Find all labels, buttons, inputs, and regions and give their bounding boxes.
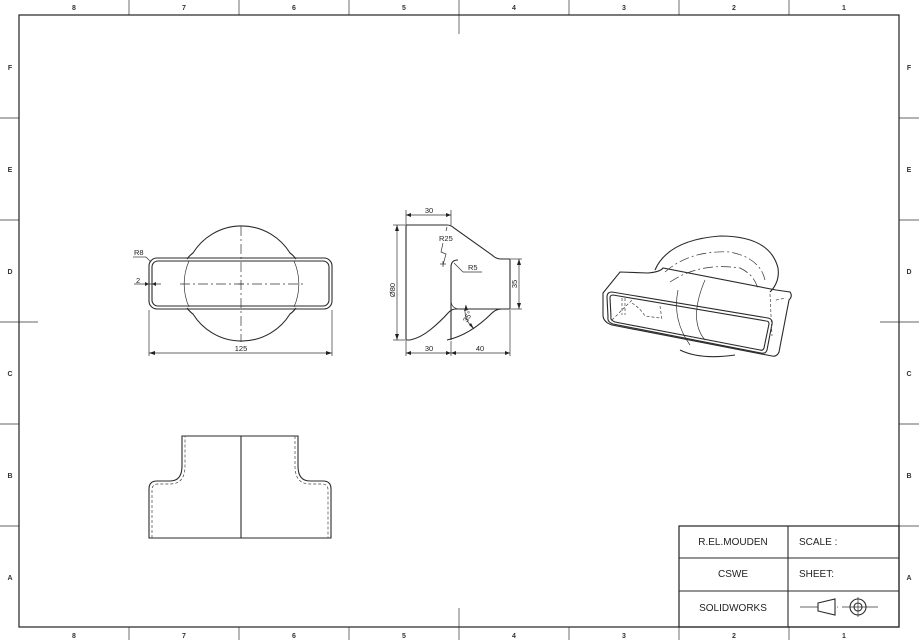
dim-front-width: 125 <box>235 344 248 353</box>
title-block-software: SOLIDWORKS <box>699 603 767 614</box>
top-zone-ruler: 8 7 6 5 4 3 2 1 <box>72 0 846 34</box>
zone-label-top-2: 2 <box>732 5 736 12</box>
zone-label-right-E: E <box>907 167 912 174</box>
title-block-author: R.EL.MOUDEN <box>698 537 767 548</box>
top-view <box>148 435 332 539</box>
zone-label-left-A: A <box>7 575 12 582</box>
dim-side-bottom-left: 30 <box>425 344 433 353</box>
dim-side-fillet-small: R5 <box>468 263 478 272</box>
zone-label-top-5: 5 <box>402 5 406 12</box>
bottom-zone-ruler: 8 7 6 5 4 3 2 1 <box>72 608 846 640</box>
dim-side-bottom-right: 40 <box>476 344 484 353</box>
title-block: R.EL.MOUDEN SCALE : CSWE SHEET: SOLIDWOR… <box>678 525 900 628</box>
zone-label-right-A: A <box>906 575 911 582</box>
zone-label-right-B: B <box>906 473 911 480</box>
zone-label-bottom-5: 5 <box>402 633 406 640</box>
zone-label-left-F: F <box>8 65 13 72</box>
zone-label-top-7: 7 <box>182 5 186 12</box>
zone-label-top-8: 8 <box>72 5 76 12</box>
zone-label-left-D: D <box>7 269 12 276</box>
zone-label-left-B: B <box>7 473 12 480</box>
first-angle-projection-icon <box>800 597 878 617</box>
zone-label-right-D: D <box>906 269 911 276</box>
left-zone-ruler: F E D C B A <box>0 65 38 582</box>
title-block-organization: CSWE <box>718 569 748 580</box>
zone-label-bottom-7: 7 <box>182 633 186 640</box>
zone-label-bottom-1: 1 <box>842 633 846 640</box>
drawing-frame <box>18 14 900 628</box>
zone-label-top-1: 1 <box>842 5 846 12</box>
dim-side-angle: 35° <box>461 310 474 324</box>
dim-side-diameter: Ø80 <box>388 283 397 297</box>
zone-label-bottom-8: 8 <box>72 633 76 640</box>
dim-front-radius: R8 <box>134 248 144 257</box>
dim-side-fillet-large: R25 <box>439 234 453 243</box>
zone-label-bottom-6: 6 <box>292 633 296 640</box>
isometric-view <box>602 235 792 358</box>
zone-label-bottom-2: 2 <box>732 633 736 640</box>
zone-label-right-F: F <box>907 65 912 72</box>
side-view: 30 R25 R5 Ø80 35 35° <box>388 206 522 356</box>
title-block-scale-label: SCALE : <box>799 537 837 548</box>
zone-label-left-C: C <box>7 371 12 378</box>
zone-label-bottom-4: 4 <box>512 633 516 640</box>
front-view: R8 2 125 <box>133 225 333 356</box>
zone-label-top-3: 3 <box>622 5 626 12</box>
dim-side-height: 35 <box>510 280 519 288</box>
zone-label-right-C: C <box>906 371 911 378</box>
zone-label-top-6: 6 <box>292 5 296 12</box>
dim-side-top-width: 30 <box>425 206 433 215</box>
title-block-sheet-label: SHEET: <box>799 569 834 580</box>
zone-label-top-4: 4 <box>512 5 516 12</box>
zone-label-bottom-3: 3 <box>622 633 626 640</box>
dim-front-thickness: 2 <box>136 276 140 285</box>
zone-label-left-E: E <box>8 167 13 174</box>
